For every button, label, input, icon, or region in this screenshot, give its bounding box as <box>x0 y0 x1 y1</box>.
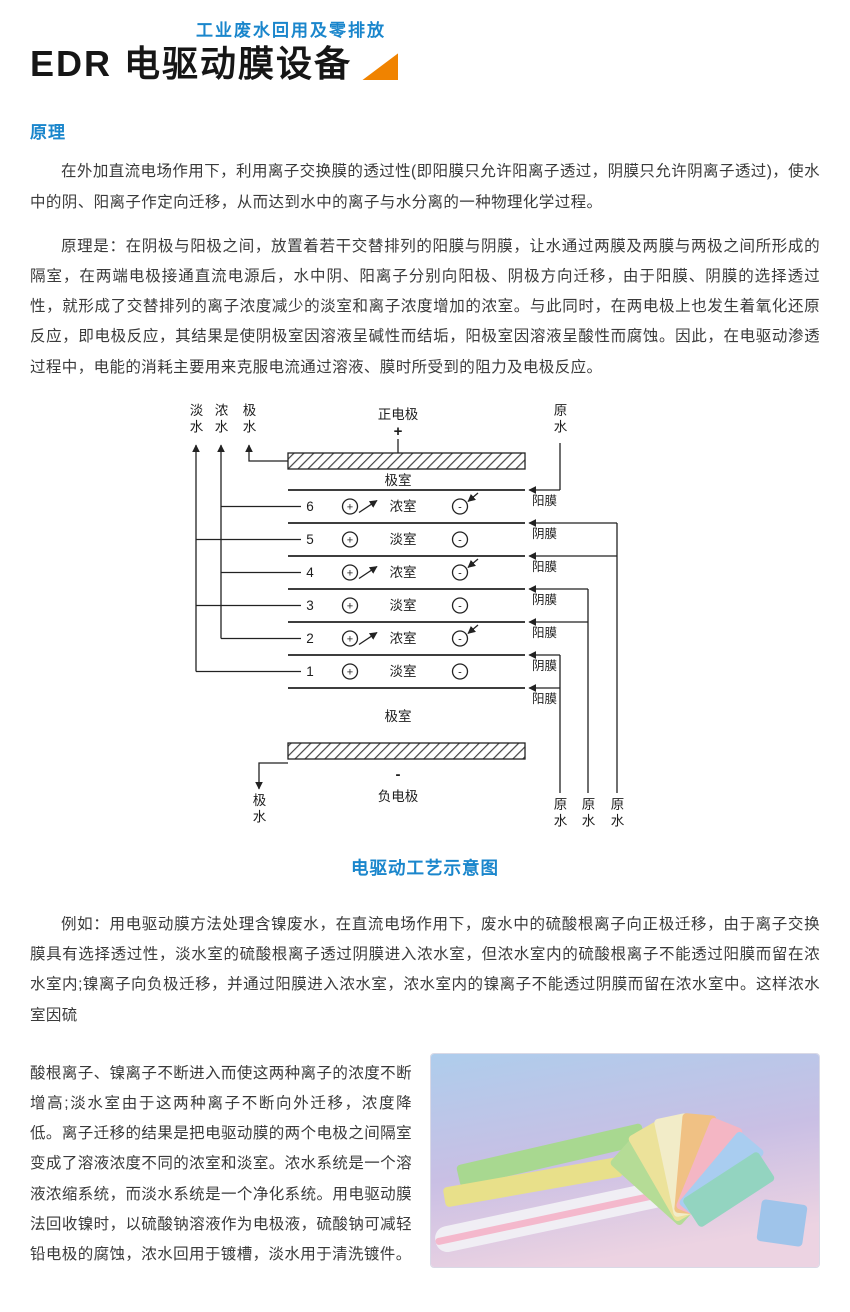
paragraph-3-wrap: 酸根离子、镍离子不断进入而使这两种离子的浓度不断增高;淡水室由于这两种离子不断向… <box>30 1045 820 1285</box>
cell-number: 4 <box>306 565 314 580</box>
anion-icon: - <box>458 666 462 678</box>
membrane-label: 阳膜 <box>532 560 557 574</box>
cation-icon: + <box>347 600 353 612</box>
membrane-label: 阳膜 <box>532 626 557 640</box>
cell-number: 2 <box>306 631 314 646</box>
membrane-label: 阳膜 <box>532 494 557 508</box>
cell-number: 5 <box>306 532 314 547</box>
minus-sign: - <box>396 766 401 783</box>
cation-icon: + <box>347 567 353 579</box>
outlet-label-fresh-water: 淡水 <box>187 402 203 436</box>
cell-label: 浓室 <box>390 564 417 580</box>
cell-label: 淡室 <box>390 663 417 679</box>
header-tagline: 工业废水回用及零排放 <box>196 21 386 40</box>
title-row: EDR 电驱动膜设备 <box>30 43 820 84</box>
diagram-texts: 正电极 + 极室 极室 - 负电极 阳膜 阴膜 阳膜 阴膜 阳膜 阴膜 阳膜 6… <box>306 407 557 804</box>
plated-samples-photo <box>430 1052 820 1268</box>
outlet-label-polar-water-top: 极水 <box>240 402 256 436</box>
polar-chamber-bottom-label: 极室 <box>385 708 412 724</box>
inlet-label-raw-water-2: 原水 <box>579 796 595 830</box>
anion-icon: - <box>458 501 462 513</box>
cation-icon: + <box>347 534 353 546</box>
cation-icon: + <box>347 666 353 678</box>
membrane-label: 阴膜 <box>532 659 557 673</box>
cell-label: 浓室 <box>390 498 417 514</box>
positive-electrode-label: 正电极 <box>378 407 419 422</box>
anion-icon: - <box>458 600 462 612</box>
anion-icon: - <box>458 534 462 546</box>
diagram-caption: 电驱动工艺示意图 <box>351 857 499 878</box>
cation-icon: + <box>347 501 353 513</box>
page-title: EDR 电驱动膜设备 <box>30 43 353 84</box>
membrane-label: 阳膜 <box>532 692 557 706</box>
cell-label: 淡室 <box>390 531 417 547</box>
electrodialysis-diagram: 正电极 + 极室 极室 - 负电极 阳膜 阴膜 阳膜 阴膜 阳膜 阴膜 阳膜 6… <box>175 403 675 843</box>
membrane-label: 阴膜 <box>532 527 557 541</box>
cell-number: 6 <box>306 499 314 514</box>
paragraph-3-part1: 例如：用电驱动膜方法处理含镍废水，在直流电场作用下，废水中的硫酸根离子向正极迁移… <box>30 915 820 1024</box>
section-heading-principle: 原理 <box>30 123 66 143</box>
anion-icon: - <box>458 567 462 579</box>
cell-label: 淡室 <box>390 597 417 613</box>
cation-icon: + <box>347 633 353 645</box>
cell-number: 3 <box>306 598 314 613</box>
anion-icon: - <box>458 633 462 645</box>
diagram-canvas: 正电极 + 极室 极室 - 负电极 阳膜 阴膜 阳膜 阴膜 阳膜 阴膜 阳膜 6… <box>192 407 618 804</box>
plus-sign: + <box>394 423 403 440</box>
cell-number: 1 <box>306 664 314 679</box>
membrane-label: 阴膜 <box>532 593 557 607</box>
title-accent-triangle-icon <box>362 53 399 81</box>
photo-illustration <box>431 1053 819 1267</box>
outlet-label-concentrate: 浓水 <box>212 402 228 436</box>
outlet-label-polar-water-bottom: 极水 <box>250 792 266 826</box>
polar-chamber-top-label: 极室 <box>385 472 412 488</box>
negative-electrode-label: 负电极 <box>378 789 419 804</box>
inlet-label-raw-water-3: 原水 <box>608 796 624 830</box>
paragraph-1: 在外加直流电场作用下，利用离子交换膜的透过性(即阳膜只允许阳离子透过，阴膜只允许… <box>30 163 820 211</box>
inlet-label-raw-water-1: 原水 <box>551 796 567 830</box>
paragraph-2: 原理是：在阴极与阳极之间，放置着若干交替排列的阳膜与阴膜，让水通过两膜及两膜与两… <box>30 237 820 376</box>
cell-label: 浓室 <box>390 630 417 646</box>
diagram-lines <box>192 438 618 793</box>
inlet-label-raw-water-top: 原水 <box>551 402 567 436</box>
